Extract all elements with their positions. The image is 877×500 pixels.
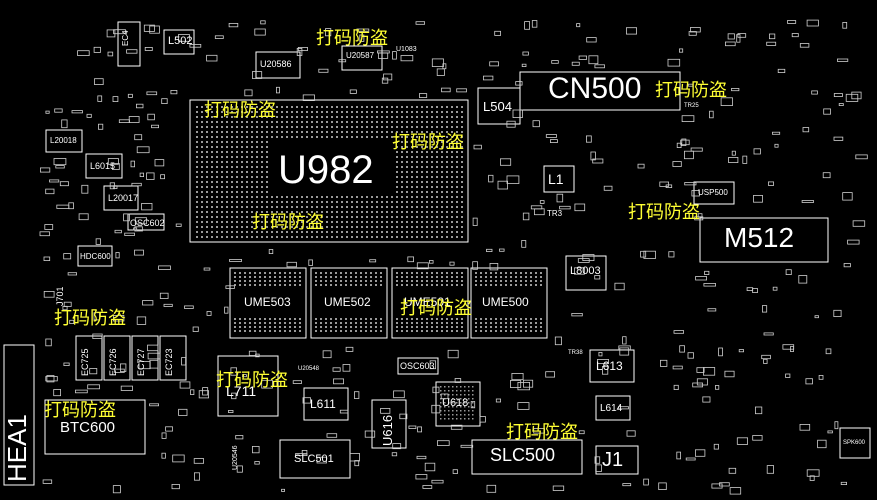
l6015-label: L6015 [90, 161, 116, 171]
l504-outline [477, 87, 521, 125]
l502-label: L502 [168, 35, 193, 47]
ec727-label: EC727 [136, 348, 146, 376]
ume502-label: UME502 [324, 295, 371, 309]
osc602-outline [127, 213, 165, 231]
watermark-5: 打码防盗 [252, 212, 324, 233]
ec726-label: EC726 [108, 348, 118, 376]
ec723-label: EC723 [164, 348, 174, 376]
u20587-outline [341, 45, 383, 71]
l611-label: L611 [310, 397, 336, 411]
cn500-label: CN500 [548, 72, 642, 105]
small-component-layer [39, 19, 868, 495]
slc500-label: SLC500 [490, 445, 556, 465]
watermark-6: 打码防盗 [628, 202, 700, 223]
j701-label: J701 [55, 286, 65, 306]
l20017-label: L20017 [108, 193, 139, 203]
u616-outline [371, 399, 407, 449]
btc600-label: BTC600 [60, 419, 116, 436]
j1-outline [595, 445, 639, 475]
watermark-8: 打码防盗 [400, 298, 472, 319]
watermark-10: 打码防盗 [44, 400, 116, 421]
u20586-outline [255, 51, 301, 79]
l8003-label: L8003 [570, 265, 601, 277]
ec726-outline [103, 335, 131, 381]
u20587-label: U20587 [346, 51, 375, 60]
u618-outline [435, 381, 481, 427]
spk600-outline [839, 427, 871, 459]
ume503-outline [229, 267, 307, 339]
l614-outline [595, 395, 631, 421]
ec4-label: EC4 [121, 30, 130, 46]
l1-label: L1 [548, 171, 564, 187]
ume500-outline [470, 267, 548, 339]
osc603-label: OSC603 [400, 361, 435, 371]
hea1-label: HEA1 [2, 414, 32, 482]
u20546-label: U20546 [232, 445, 239, 470]
l6015-outline [85, 153, 123, 179]
m512-label: M512 [724, 222, 795, 253]
u20586-label: U20586 [260, 59, 292, 69]
hdc600-outline [77, 245, 113, 267]
slc500-outline [471, 439, 583, 475]
ume503-label: UME503 [244, 295, 291, 309]
l611-outline [303, 387, 349, 421]
u20548-label: U20548 [298, 366, 320, 372]
l1-outline [543, 165, 575, 193]
tr3-label: TR3 [547, 209, 563, 218]
usp500-outline [693, 181, 735, 205]
ume501-label: UME501 [404, 295, 451, 309]
l711-outline [217, 355, 279, 417]
l20017-outline [103, 185, 139, 211]
watermark-11: 打码防盗 [506, 422, 578, 443]
tr38-label: TR38 [568, 350, 583, 356]
l20018-label: L20018 [50, 136, 77, 145]
slc501-label: SLC501 [294, 453, 334, 465]
ume501-outline [391, 267, 469, 339]
watermark-9: 打码防盗 [216, 370, 288, 391]
hea1-outline [3, 344, 35, 486]
usp500-label: USP500 [698, 188, 728, 197]
ec727-outline [131, 335, 159, 381]
osc603-outline [397, 357, 439, 375]
ec725-outline [75, 335, 103, 381]
btc600-outline [44, 399, 146, 455]
u982-label: U982 [278, 148, 374, 192]
osc602-label: OSC602 [130, 218, 165, 228]
l711-label: L711 [226, 383, 257, 399]
ec4-outline [117, 21, 141, 67]
l502-outline [163, 29, 195, 55]
pad-grid-layer [196, 106, 542, 420]
m512-outline [699, 217, 829, 263]
ec725-label: EC725 [80, 348, 90, 376]
l504-label: L504 [483, 99, 512, 114]
l614-label: L614 [600, 403, 623, 414]
j1-label: J1 [602, 449, 624, 471]
u1083-label: U1083 [396, 46, 417, 53]
watermark-4: 打码防盗 [392, 132, 464, 153]
ume502-outline [310, 267, 388, 339]
l8003-outline [565, 255, 607, 291]
watermark-7: 打码防盗 [54, 308, 126, 329]
l20018-outline [45, 129, 83, 153]
u616-label: U616 [380, 414, 395, 446]
ume500-label: UME500 [482, 295, 529, 309]
u618-label: U618 [442, 397, 469, 409]
spk600-label: SPK600 [843, 440, 866, 446]
watermark-1: 打码防盗 [316, 28, 388, 49]
hdc600-label: HDC600 [80, 252, 111, 261]
watermark-2: 打码防盗 [655, 80, 727, 101]
watermark-3: 打码防盗 [204, 100, 276, 121]
cpu-u982-outline [189, 99, 469, 243]
tr25-label: TR25 [684, 103, 699, 109]
l613-label: L613 [596, 359, 623, 373]
l613-outline [589, 349, 635, 383]
